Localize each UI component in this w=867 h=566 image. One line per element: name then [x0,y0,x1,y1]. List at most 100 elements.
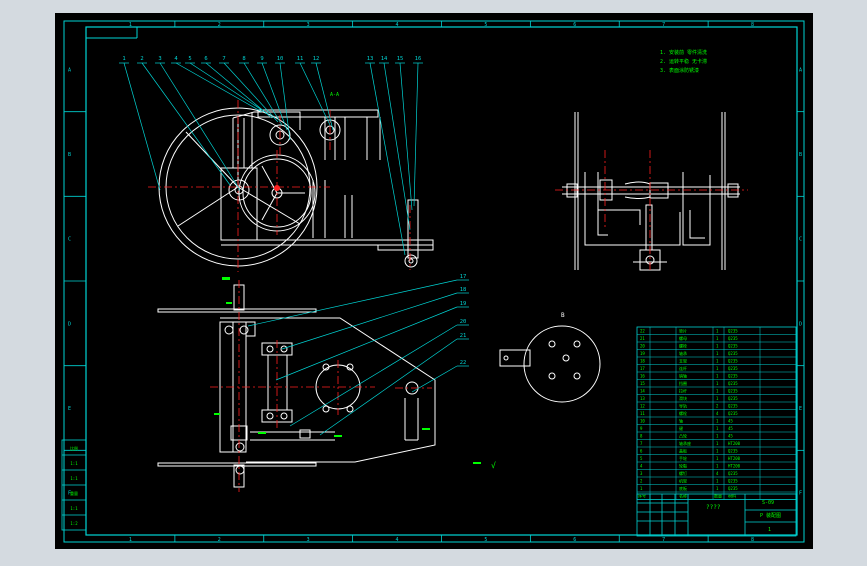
zone-right-D: D [799,321,802,327]
balloon-22: 22 [460,360,467,366]
balloon-20: 20 [460,319,467,325]
title-block-sheet: 1 [768,527,771,533]
leader-12 [315,62,334,131]
leader-20 [289,324,458,427]
parts-header: 序号名称数量材料 [638,493,736,499]
balloon-8: 8 [242,56,245,62]
svg-text:键: 键 [679,425,683,431]
balloon-9: 9 [260,56,263,62]
leader-14 [383,62,411,231]
leader-16 [413,62,419,207]
svg-text:5: 5 [640,456,643,461]
svg-text:Q235: Q235 [728,351,738,356]
svg-text:45: 45 [728,434,733,439]
svg-text:Q235: Q235 [728,411,738,416]
leader-13 [369,62,406,256]
svg-text:拉杆: 拉杆 [679,388,687,394]
svg-text:1: 1 [716,374,719,379]
svg-text:1: 1 [716,366,719,371]
balloon-14: 14 [381,56,388,62]
svg-text:垫片: 垫片 [679,328,687,334]
svg-text:18: 18 [640,359,645,364]
balloon-16: 16 [415,56,422,62]
balloon-12: 12 [313,56,320,62]
svg-text:1: 1 [716,449,719,454]
zone-left-A: A [68,67,71,73]
model-space [55,13,813,549]
leader-17 [247,279,458,327]
svg-text:Q235: Q235 [728,389,738,394]
zone-right-B: B [799,152,802,158]
svg-text:导轨: 导轨 [679,403,687,409]
svg-text:轴: 轴 [679,418,683,424]
svg-text:15: 15 [640,381,645,386]
svg-text:机架: 机架 [679,478,687,484]
left-table-cell: 1:1 [70,461,78,466]
svg-text:11: 11 [640,411,645,416]
side-view [562,112,740,271]
svg-text:轮毂: 轮毂 [679,463,687,469]
title-block-title: ???? [706,504,721,511]
svg-text:挡圈: 挡圈 [679,380,687,386]
svg-text:22: 22 [640,329,645,334]
svg-text:轴承: 轴承 [679,350,687,356]
svg-text:HT200: HT200 [728,464,741,469]
svg-text:Q235: Q235 [728,404,738,409]
balloon-17: 17 [460,274,467,280]
zone-bottom-8: 8 [751,537,754,543]
zone-bottom-5: 5 [484,537,487,543]
balloon-1: 1 [122,56,125,62]
dimension-markers [214,277,481,464]
svg-text:13: 13 [640,396,645,401]
zone-top-1: 1 [129,22,132,28]
svg-text:连杆: 连杆 [679,365,687,371]
leader-18 [281,292,458,350]
zone-right-F: F [799,491,802,497]
svg-text:1: 1 [716,426,719,431]
svg-text:Q235: Q235 [728,479,738,484]
detail-b [499,325,601,403]
zone-bottom-6: 6 [573,537,576,543]
svg-text:凸轮: 凸轮 [679,433,687,439]
zone-left-C: C [68,237,71,243]
leader-9 [261,62,288,131]
svg-text:螺栓: 螺栓 [679,343,687,349]
svg-text:4: 4 [640,464,643,469]
zone-left-B: B [68,152,71,158]
zone-left-F: F [68,491,71,497]
svg-text:1: 1 [716,419,719,424]
leader-21 [319,338,458,436]
svg-text:销轴: 销轴 [679,373,687,379]
balloon-5: 5 [188,56,191,62]
svg-text:12: 12 [640,404,645,409]
svg-text:2. 运转平稳 无卡滞: 2. 运转平稳 无卡滞 [660,58,707,65]
svg-text:1: 1 [716,456,719,461]
svg-text:1: 1 [716,441,719,446]
left-table-cell: 比例 [70,445,78,451]
svg-text:1: 1 [716,329,719,334]
leader-11 [299,62,331,126]
leader-2 [141,62,231,186]
svg-text:材料: 材料 [728,493,736,499]
leader-8 [243,62,283,126]
zone-top-5: 5 [484,22,487,28]
svg-text:Q235: Q235 [728,344,738,349]
leader-6 [205,62,273,119]
svg-text:螺栓: 螺栓 [679,410,687,416]
svg-text:Q235: Q235 [728,374,738,379]
leader-19 [275,306,458,381]
